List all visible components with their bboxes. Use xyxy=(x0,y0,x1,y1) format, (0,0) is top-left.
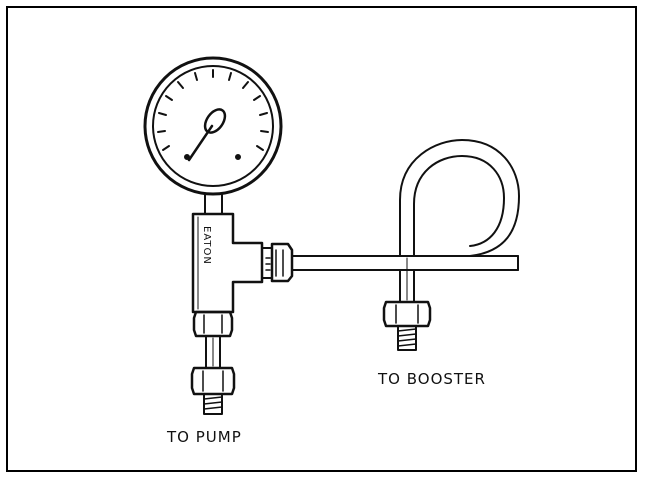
pump-tube xyxy=(205,335,221,369)
label-to-pump: TO PUMP xyxy=(167,428,242,446)
pump-connector xyxy=(190,366,236,415)
label-to-booster: TO BOOSTER xyxy=(378,370,486,388)
booster-connector xyxy=(382,300,432,351)
side-nut xyxy=(261,242,294,283)
pressure-gauge xyxy=(143,56,283,196)
gauge-tick-marks xyxy=(157,69,269,151)
gauge-needle xyxy=(187,108,227,162)
diagram-frame xyxy=(6,6,637,472)
lower-nut xyxy=(192,310,234,338)
brand-mark: EATON xyxy=(201,226,212,265)
gauge-stem xyxy=(204,193,223,215)
booster-tube-loop xyxy=(291,139,520,303)
